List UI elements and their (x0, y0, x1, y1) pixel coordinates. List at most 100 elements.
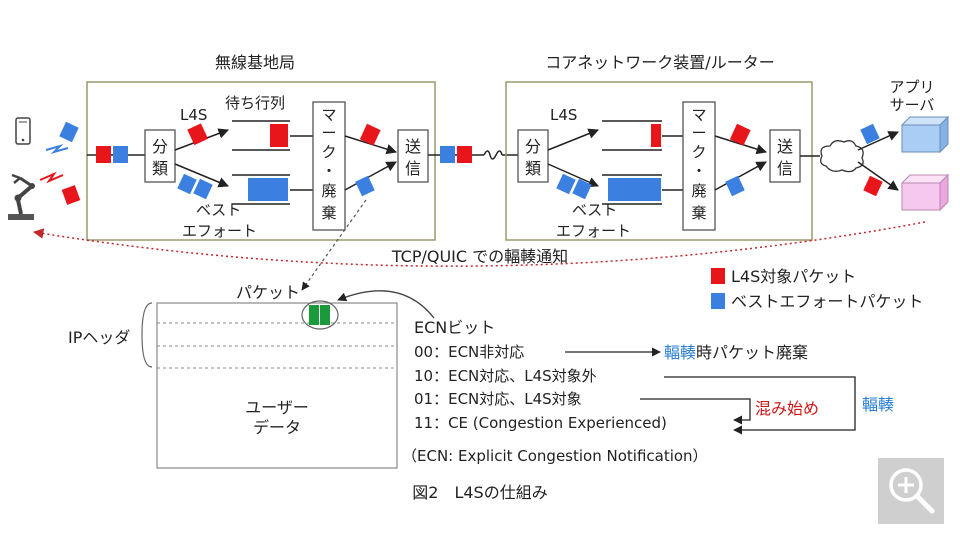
best-effort-packet (725, 175, 745, 197)
be-queue-packet (635, 178, 644, 201)
be-queue-packet (617, 178, 626, 201)
congestion-bracket (664, 376, 856, 435)
app-server-label-1: アプリ (889, 78, 934, 96)
mark-char: ・ (691, 162, 706, 180)
ip-header-label: IPヘッダ (68, 328, 130, 347)
congestion-label: 輻輳 (862, 395, 894, 414)
l4s-queue-packet (270, 124, 288, 147)
mark-char: 廃 (691, 182, 706, 200)
l4s-packet (729, 123, 751, 146)
best-effort-packet (355, 175, 375, 197)
best-effort-packet (177, 173, 197, 195)
legend-be-label: ベストエフォートパケット (731, 292, 923, 311)
be-queue-packets (248, 178, 288, 201)
ecn-row-11: 11：CE (Congestion Experienced) (414, 414, 667, 432)
be-queue-packet (608, 178, 617, 201)
best-effort-packet (860, 123, 880, 145)
wireless-signal-icon-blue (45, 143, 69, 155)
be-queue-packet (278, 178, 288, 201)
congestion-start-label: 混み始め (755, 399, 819, 418)
send-char: 信 (405, 159, 421, 178)
to-server-2-arrow (857, 161, 899, 191)
ecn-row-00: 00：ECN非対応 (414, 343, 524, 361)
best-effort-packet (193, 178, 213, 200)
mark-char: 棄 (321, 204, 336, 222)
packet-label: パケット (236, 283, 300, 302)
l4s-packet (359, 123, 381, 146)
router-branch-l4s-arrow (547, 128, 599, 151)
classify-box (144, 129, 176, 183)
be-queue-packet (653, 178, 661, 201)
congestion-feedback-arrow (32, 221, 926, 267)
l4s-label: L4S (180, 106, 207, 124)
legend-l4s-label: L4S対象パケット (731, 267, 856, 286)
link-break-symbol (483, 150, 503, 160)
mark-char: ク (691, 143, 706, 161)
robot-arm-icon (8, 173, 35, 220)
mark-char: ー (691, 124, 706, 142)
router-be-label-1: ベスト (572, 201, 617, 219)
mark-char: 廃 (321, 182, 336, 200)
ecn-bit (320, 305, 330, 325)
send-char: 信 (777, 159, 793, 178)
ecn-bit (309, 305, 319, 325)
router-be-queue-packets (608, 178, 661, 201)
l4s-packet (187, 123, 209, 146)
merge-be-arrow (344, 161, 397, 191)
router-branch-be-arrow (547, 163, 599, 187)
mark-char: 棄 (691, 204, 706, 222)
router-be-label-2: エフォート (556, 222, 631, 240)
figure-caption: 図2 L4Sの仕組み (412, 483, 547, 502)
l4s-packet (96, 146, 111, 163)
smartphone-icon (15, 117, 31, 145)
mark-char: ー (321, 124, 336, 142)
to-server-1-arrow (857, 131, 899, 151)
base-station-title: 無線基地局 (215, 53, 295, 72)
best-effort-packet (440, 146, 455, 163)
packet-detail-pointer (301, 199, 367, 291)
best-effort-packet (113, 146, 128, 163)
congestion-word: 輻輳 (664, 343, 696, 362)
zoom-in-icon (889, 468, 935, 514)
core-router-box (505, 81, 813, 241)
be-queue-packet (626, 178, 635, 201)
router-mark-discard-box (682, 101, 716, 231)
classify-char: 分 (525, 137, 541, 156)
ecn-pointer-arrow (337, 290, 435, 319)
congestion-start-bracket (640, 398, 751, 425)
app-server-blue-icon (900, 115, 950, 154)
best-effort-packet (59, 121, 79, 143)
be-queue-packet (258, 178, 268, 201)
branch-be-arrow (174, 163, 229, 188)
legend-l4s-swatch (711, 268, 725, 284)
user-data-label-1: ユーザー (245, 398, 309, 417)
l4s-packet (61, 185, 81, 205)
classify-char: 類 (525, 159, 541, 178)
discard-phrase: 時パケット廃棄 (696, 343, 808, 362)
app-server-label-2: サーバ (890, 96, 935, 114)
mark-char: マ (691, 106, 706, 124)
core-router-title: コアネットワーク装置/ルーター (545, 53, 774, 72)
send-char: 送 (777, 137, 793, 156)
best-effort-label-2: エフォート (182, 222, 257, 240)
mark-char: ク (321, 143, 336, 161)
cloud-icon (820, 140, 864, 173)
ecn-highlight-circle (301, 300, 339, 330)
best-effort-packet (556, 173, 576, 195)
router-l4s-queue-packet (651, 124, 661, 147)
classify-char-1: 分 (152, 137, 168, 156)
send-char: 送 (405, 137, 421, 156)
ecn-row-01: 01：ECN対応、L4S対象 (414, 390, 582, 408)
ip-header-brace (141, 302, 153, 368)
ecn-row-00-result: 輻輳時パケット廃棄 (664, 343, 808, 362)
ecn-title: ECNビット (414, 318, 495, 337)
best-effort-label-1: ベスト (196, 201, 241, 219)
mark-discard-box (312, 101, 346, 231)
be-queue-packet (248, 178, 258, 201)
zoom-button-bg[interactable] (878, 458, 944, 524)
zoom-button[interactable] (878, 458, 944, 524)
base-station-box (86, 81, 436, 241)
best-effort-packet (572, 178, 592, 200)
router-merge-be (714, 161, 767, 191)
ecn-row-10: 10：ECN対応、L4S対象外 (414, 367, 597, 385)
